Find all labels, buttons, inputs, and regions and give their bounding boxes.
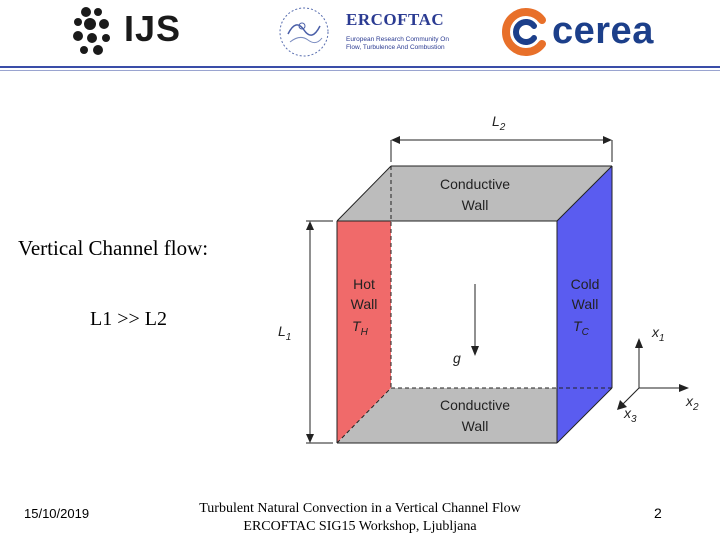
- ijs-logo-text: IJS: [124, 8, 182, 49]
- ercoftac-subtitle: European Research Community On Flow, Tur…: [346, 36, 449, 51]
- page-number: 2: [654, 505, 662, 521]
- slide-text-ratio: L1 >> L2: [90, 308, 167, 330]
- axis-x2-arrow: [679, 384, 689, 392]
- header-rule-thin: [0, 70, 720, 71]
- top-conductive-wall: [337, 166, 612, 221]
- ercoftac-seal-icon: [279, 7, 329, 57]
- bottom-conductive-wall: [337, 388, 612, 443]
- footer-date: 15/10/2019: [24, 506, 90, 521]
- hot-wall-face: [337, 221, 391, 443]
- slide-text-channel: Vertical Channel flow:: [18, 236, 209, 260]
- hot-wall-temperature: TH: [352, 318, 369, 338]
- header-rule: [0, 66, 720, 68]
- footer-title-line2: ERCOFTAC SIG15 Workshop, Ljubljana: [243, 519, 477, 534]
- header-bar: IJS ERCOFTAC European Research Community…: [0, 0, 720, 70]
- ijs-logo-dots-icon: [73, 7, 110, 55]
- footer-title-line1: Turbulent Natural Convection in a Vertic…: [199, 501, 521, 516]
- axis-x3-label: x3: [623, 405, 637, 425]
- cerea-logo-text: cerea: [552, 10, 654, 52]
- length-l1-label: L1: [278, 323, 291, 343]
- axis-x2-label: x2: [685, 393, 699, 413]
- cerea-logo-icon: [502, 8, 546, 56]
- cold-wall-temperature: TC: [573, 318, 590, 338]
- length-l2-label: L2: [492, 113, 506, 133]
- axis-x1-arrow: [635, 338, 643, 348]
- footer-title: Turbulent Natural Convection in a Vertic…: [160, 500, 560, 536]
- ercoftac-title: ERCOFTAC: [346, 10, 445, 29]
- gravity-label: g: [453, 350, 461, 366]
- cold-wall-face: [557, 166, 612, 443]
- axis-x3-arrow: [617, 400, 627, 410]
- axis-x1-label: x1: [651, 324, 665, 344]
